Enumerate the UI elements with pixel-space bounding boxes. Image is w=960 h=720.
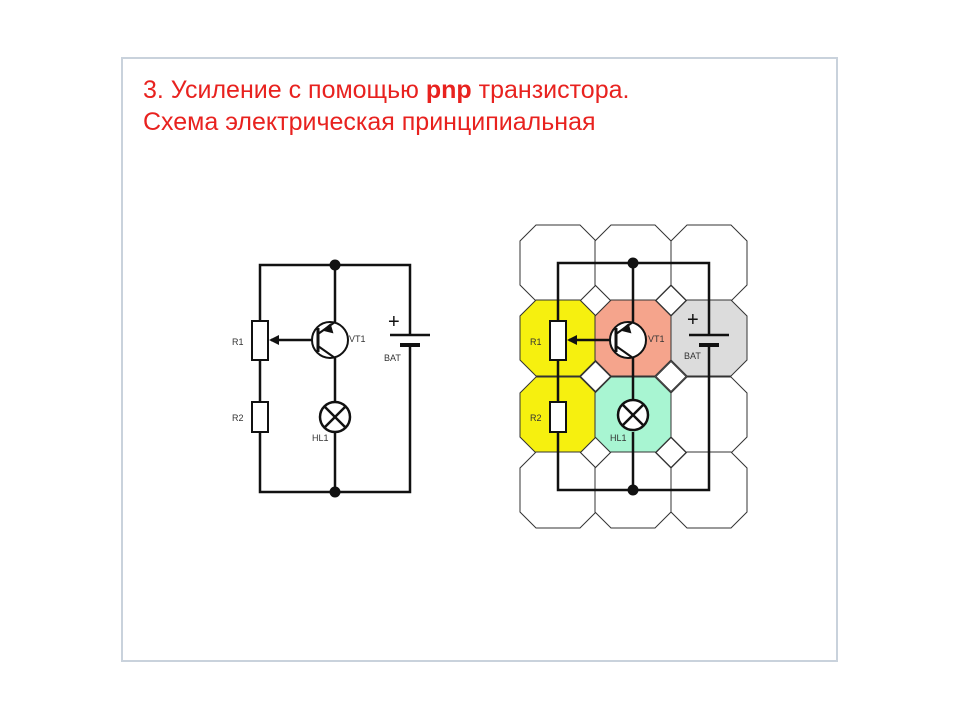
junction-bottom — [329, 486, 341, 498]
grid-r1-resistor — [549, 320, 567, 361]
grid-gap-diamond — [579, 436, 612, 469]
grid-label-vt1: VT1 — [648, 334, 665, 344]
grid-vt1-transistor — [609, 321, 647, 359]
grid-label-hl1: HL1 — [610, 433, 627, 443]
title-line2: Схема электрическая принципиальная — [143, 108, 596, 136]
slide-title: 3. Усиление с помощью pnp транзистора. С… — [143, 74, 823, 138]
grid-label-r2: R2 — [530, 413, 542, 423]
label-bat: BAT — [384, 353, 401, 363]
grid-label-bat: BAT — [684, 351, 701, 361]
hl1-lamp — [318, 400, 352, 434]
grid-battery — [689, 323, 729, 350]
junction-top — [329, 259, 341, 271]
grid-junction-bottom — [627, 484, 639, 496]
grid-gap-diamond — [655, 360, 687, 393]
label-vt1: VT1 — [349, 334, 366, 344]
circuit-schematic — [258, 263, 412, 494]
grid-gap-diamond — [655, 284, 687, 317]
r2-resistor — [251, 401, 269, 433]
r1-resistor — [251, 320, 269, 361]
title-line1-suffix: транзистора. — [471, 76, 630, 104]
grid-gap-diamond — [579, 284, 612, 317]
grid-hl1-lamp — [616, 398, 650, 432]
label-r1: R1 — [232, 337, 244, 347]
grid-gap-diamond — [655, 436, 687, 469]
grid-junction-top — [627, 257, 639, 269]
battery — [390, 323, 430, 350]
grid-cell-bat — [670, 299, 748, 377]
grid-gap-diamond — [579, 360, 612, 393]
grid-r2-resistor — [549, 401, 567, 433]
grid-label-r1: R1 — [530, 337, 542, 347]
title-line1-prefix: 3. Усиление с помощью — [143, 76, 426, 104]
label-hl1: HL1 — [312, 433, 329, 443]
vt1-transistor — [311, 321, 349, 359]
grid-label-plus: + — [687, 309, 699, 331]
label-plus: + — [388, 311, 400, 333]
label-r2: R2 — [232, 413, 244, 423]
title-line1-bold: pnp — [425, 76, 472, 104]
